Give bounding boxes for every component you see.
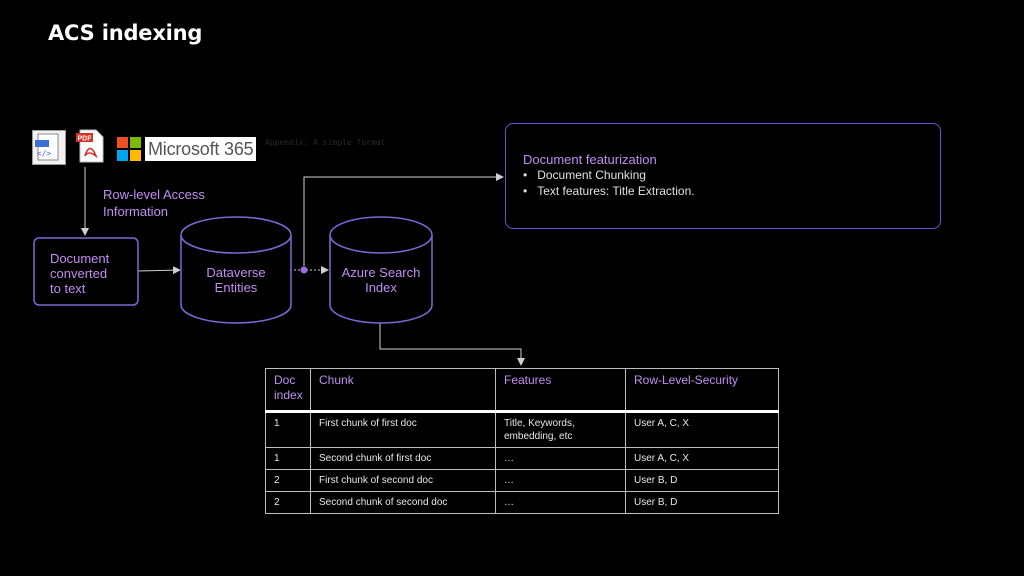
cell-chunk: First chunk of second doc (310, 469, 496, 492)
microsoft-365-label: Microsoft 365 (145, 137, 257, 161)
cell-doc-index: 2 (265, 469, 311, 492)
row-level-access-line2: Information (103, 204, 169, 219)
table-row: 1 Second chunk of first doc … User A, C,… (265, 447, 779, 470)
header-row-level-security: Row-Level-Security (625, 368, 779, 413)
html-file-icon: </> (32, 130, 66, 165)
header-chunk: Chunk (310, 368, 496, 413)
azure-label-line2: Index (365, 280, 397, 295)
cell-features: … (495, 447, 626, 470)
document-label-line3: to text (50, 281, 86, 296)
azure-label-line1: Azure Search (341, 265, 421, 280)
cell-security: User A, C, X (625, 411, 779, 448)
table-row: 2 Second chunk of second doc … User B, D (265, 491, 779, 514)
header-doc-index: Doc index (265, 368, 311, 413)
document-label-line1: Document (50, 251, 110, 266)
featurization-item: Document Chunking (523, 168, 646, 182)
cell-chunk: Second chunk of first doc (310, 447, 496, 470)
slide-title: ACS indexing (48, 21, 203, 45)
cell-chunk: Second chunk of second doc (310, 491, 496, 514)
row-level-access-label: Row-level Access Information (103, 186, 205, 220)
cell-security: User B, D (625, 491, 779, 514)
dataverse-label-line2: Entities (214, 280, 258, 295)
cell-features: … (495, 491, 626, 514)
svg-text:PDF: PDF (78, 136, 93, 143)
azure-search-node-label: Azure Search Index (330, 265, 432, 295)
dataverse-node-label: Dataverse Entities (181, 265, 291, 295)
document-box (33, 237, 139, 306)
cell-doc-index: 1 (265, 447, 311, 470)
document-node-label: Document converted to text (36, 251, 136, 296)
cell-security: User B, D (625, 469, 779, 492)
row-level-access-line1: Row-level Access (103, 187, 205, 202)
header-features: Features (495, 368, 626, 413)
arrow-document-to-dataverse (137, 266, 181, 275)
table-row: 2 First chunk of second doc … User B, D (265, 469, 779, 492)
pdf-file-icon: PDF (76, 128, 106, 164)
cell-security: User A, C, X (625, 447, 779, 470)
featurization-box (505, 123, 941, 229)
table-row: 1 First chunk of first doc Title, Keywor… (265, 411, 779, 448)
featurization-title: Document featurization (523, 152, 657, 167)
background-text: Appendix: A simple format (265, 138, 386, 147)
dataverse-label-line1: Dataverse (206, 265, 266, 280)
cell-doc-index: 1 (265, 411, 311, 448)
connector-dot (300, 266, 308, 274)
microsoft-365-logo (117, 137, 141, 161)
document-label-line2: converted (50, 266, 108, 281)
azure-search-cylinder (329, 216, 433, 324)
arrow-azure-to-table (379, 323, 525, 366)
cell-features: Title, Keywords, embedding, etc (495, 411, 626, 448)
arrow-to-featurization (303, 173, 504, 266)
index-table: Doc index Chunk Features Row-Level-Secur… (265, 368, 779, 514)
cell-chunk: First chunk of first doc (310, 411, 496, 448)
dataverse-cylinder (180, 216, 292, 324)
featurization-item: Text features: Title Extraction. (523, 184, 694, 198)
cell-doc-index: 2 (265, 491, 311, 514)
table-header-row: Doc index Chunk Features Row-Level-Secur… (265, 368, 779, 413)
svg-text:</>: </> (37, 149, 52, 158)
cell-features: … (495, 469, 626, 492)
